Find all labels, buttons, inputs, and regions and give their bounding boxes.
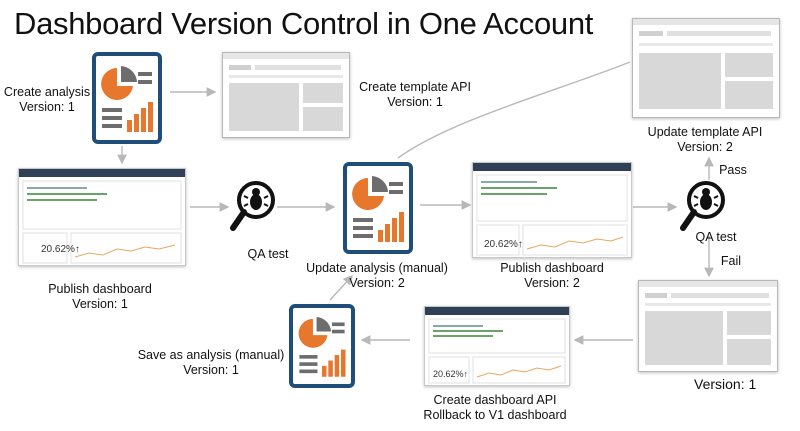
qa-bug-magnifier-icon-2	[680, 181, 725, 231]
page-title: Dashboard Version Control in One Account	[14, 6, 594, 41]
dashboard-thumbnail-2: 20.62%↑	[472, 162, 632, 258]
update-analysis-document-icon	[343, 162, 413, 254]
label-pass: Pass	[719, 163, 747, 177]
label-save-as-analysis: Save as analysis (manual)Version: 1	[137, 348, 285, 377]
qa-bug-magnifier-icon-1	[230, 181, 275, 231]
template-thumbnail-1	[222, 52, 350, 138]
analysis-document-icon	[92, 52, 162, 144]
dashboard-thumbnail-3: 20.62%↑	[424, 306, 570, 386]
label-qa-test-1: QA test	[247, 247, 289, 261]
save-as-analysis-document-icon	[289, 304, 355, 388]
kpi-value: 20.62%↑	[484, 239, 523, 250]
template-thumbnail-2	[632, 18, 780, 118]
label-qa-test-2: QA test	[695, 230, 737, 244]
kpi-value: 20.62%↑	[433, 369, 469, 379]
label-fail: Fail	[720, 254, 742, 268]
kpi-value: 20.62%↑	[41, 244, 80, 255]
template-thumbnail-3	[638, 280, 778, 372]
label-version-1-bottom-right: Version: 1	[694, 376, 757, 392]
dashboard-thumbnail-1: 20.62%↑	[18, 168, 186, 266]
label-update-analysis: Update analysis (manual)Version: 2	[306, 261, 448, 290]
